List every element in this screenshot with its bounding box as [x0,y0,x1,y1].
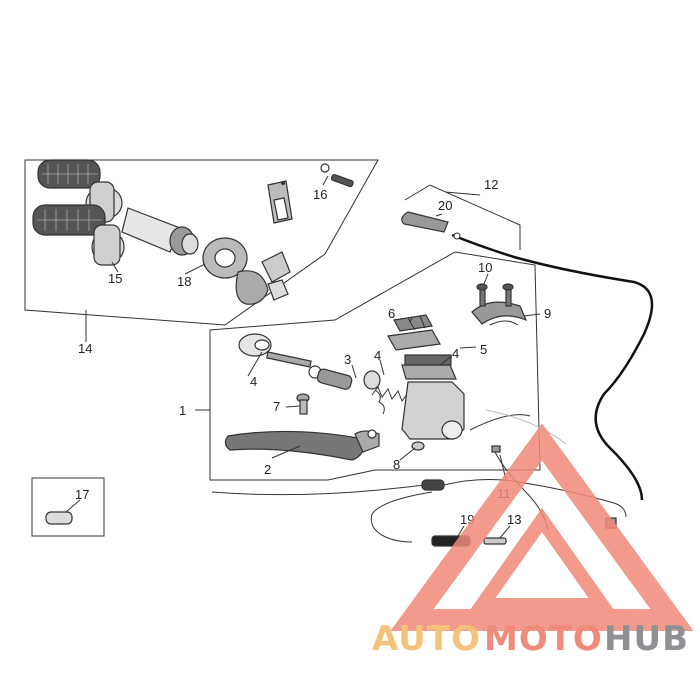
brake-lever [224,429,380,461]
grip-lower [32,204,125,266]
reservoir-cap [387,314,441,351]
callout-5: 5 [480,342,487,357]
watermark-text-auto: AUTO [372,619,481,659]
callout-18: 18 [177,274,191,289]
bolt-7 [296,393,310,415]
callout-16: 16 [313,187,327,202]
bolt-16 [320,163,354,188]
watermark-text-moto: MOTO [484,619,603,659]
cable-12 [451,232,654,501]
group-17-box [31,477,105,537]
callout-4a: 4 [374,348,381,363]
leader-lines [65,175,541,539]
callout-3: 3 [344,352,351,367]
spring [371,385,409,403]
group-1-box [195,251,541,481]
cable-boot-20 [401,211,449,233]
callout-8: 8 [393,457,400,472]
throttle-tube [121,207,199,256]
pin-13 [483,537,507,545]
piston-kit [238,333,385,415]
callout-13: 13 [507,512,521,527]
watermark-text-hub: HUB [604,619,689,659]
callout-4c: 4 [452,346,459,361]
callout-6: 6 [388,306,395,321]
callout-17: 17 [75,487,89,502]
callout-2: 2 [264,462,271,477]
callout-20: 20 [438,198,452,213]
callout-12: 12 [484,177,498,192]
callout-9: 9 [544,306,551,321]
master-cylinder-body [401,354,465,440]
callout-14: 14 [78,341,92,356]
throttle-housing [202,237,291,305]
screws-10 [476,283,514,307]
callout-10: 10 [478,260,492,275]
throttle-clamp-parts [267,180,293,224]
group-12-outline [404,184,521,250]
callout-15: 15 [108,271,122,286]
callout-4b: 4 [250,374,257,389]
callout-7: 7 [273,399,280,414]
callout-1: 1 [179,403,186,418]
watermark-logo [390,423,694,631]
